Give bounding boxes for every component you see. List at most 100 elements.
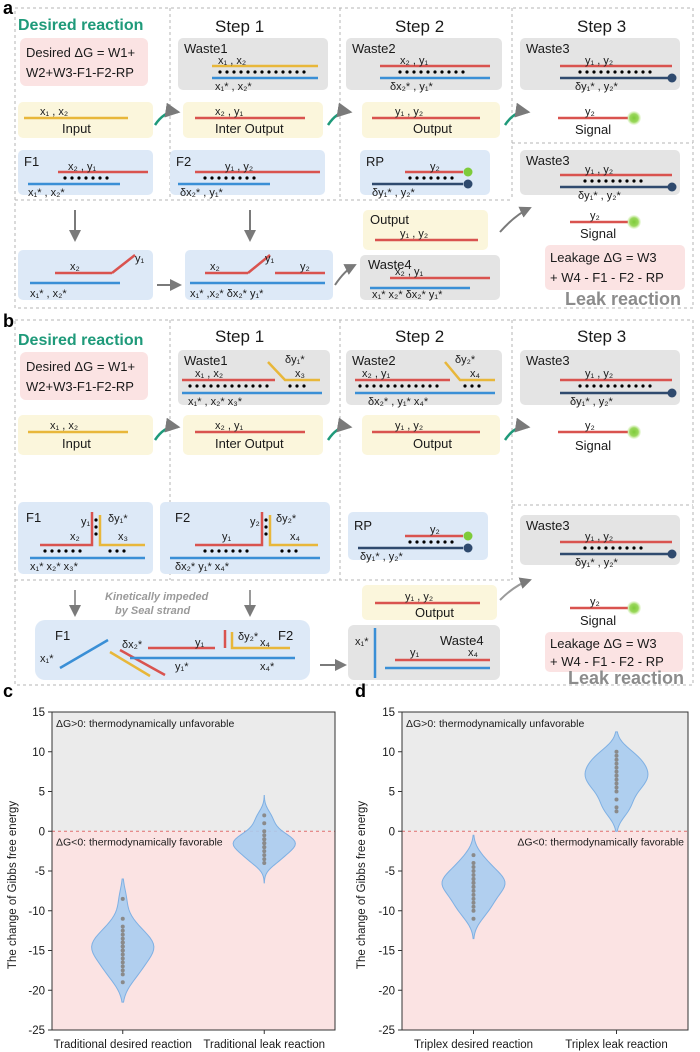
inter-output-label: Inter Output — [215, 121, 284, 136]
domain-label: x₃ — [118, 531, 128, 543]
domain-label: y₁ — [135, 253, 145, 265]
favorable-region — [402, 831, 688, 1030]
base-pairs — [43, 518, 126, 553]
leak-intermediate-box — [185, 250, 333, 300]
waste3b-label: Waste3 — [526, 518, 570, 533]
leak-intermediate-box — [18, 250, 153, 300]
data-point — [262, 845, 267, 850]
y-axis-label: The change of Gibbs free energy — [7, 801, 19, 969]
output-label: Output — [413, 436, 452, 451]
desired-dg-text: Desired ΔG = W1+ — [26, 359, 135, 374]
inter-output-label: Inter Output — [215, 436, 284, 451]
strand — [98, 515, 145, 547]
strand — [109, 650, 151, 678]
domain-label: x₄ — [290, 531, 301, 543]
y-tick-label: 0 — [39, 826, 45, 838]
data-point — [614, 761, 619, 766]
domain-label: x₁* x₂* x₃* — [30, 561, 79, 573]
rp-label: RP — [354, 518, 372, 533]
domain-label: y₁ — [222, 531, 232, 543]
domain-label: y₁ , y₂ — [395, 106, 423, 118]
unfavorable-region — [52, 712, 335, 832]
domain-label: δy₁* , y₂* — [575, 557, 619, 569]
data-point — [120, 968, 125, 973]
domain-label: δy₁* — [108, 513, 128, 525]
domain-label: y₂ — [430, 161, 440, 173]
domain-label: x₂ — [210, 261, 220, 273]
panel-b-border — [14, 319, 694, 686]
step-2-title: Step 2 — [395, 327, 444, 346]
data-point — [471, 869, 476, 873]
domain-label: y₁ — [81, 516, 91, 528]
data-point — [471, 853, 476, 858]
f1-box — [18, 502, 153, 574]
data-point — [614, 757, 619, 762]
base-pairs — [63, 176, 109, 180]
domain-label: y₁* — [175, 661, 189, 673]
waste2-label: Waste2 — [352, 353, 396, 368]
inter-output-box — [183, 415, 323, 455]
arrow — [326, 417, 353, 441]
domain-label: y₁ , y₂ — [395, 420, 423, 432]
strand — [40, 512, 94, 547]
domain-label: x₁* x₂* δx₂* y₁* — [372, 289, 443, 301]
data-point — [614, 753, 619, 758]
data-point — [262, 853, 267, 858]
domain-label: y₁ , y₂ — [585, 368, 613, 380]
step-3-title: Step 3 — [577, 327, 626, 346]
base-pairs — [203, 176, 256, 180]
base-pairs — [408, 176, 454, 180]
fluorophore — [627, 111, 641, 125]
domain-label: δx₂* , y₁* — [180, 187, 224, 199]
domain-label: y₁ , y₂ — [585, 55, 613, 67]
domain-label: x₁* — [40, 653, 54, 665]
data-point — [614, 785, 619, 790]
waste3-box — [520, 350, 680, 405]
domain-label: x₁* , x₂* x₃* — [188, 396, 243, 408]
y-tick-label: -5 — [385, 866, 395, 878]
strand — [55, 254, 136, 275]
waste3b-box — [520, 150, 680, 195]
annotation-favorable: ΔG<0: thermodynamically favorable — [517, 836, 684, 848]
data-point — [614, 805, 619, 810]
domain-label: x₁ , x₂ — [50, 420, 78, 432]
domain-label: x₄ — [260, 637, 271, 649]
base-pairs — [583, 546, 643, 550]
domain-label: x₁ , x₂ — [40, 106, 68, 118]
base-pairs — [188, 384, 306, 388]
leak-dg-text: + W4 - F1 - F2 - RP — [550, 654, 664, 669]
y-tick-label: 5 — [39, 787, 45, 799]
domain-label: y₂ — [585, 106, 595, 118]
base-pairs — [408, 540, 454, 544]
x-tick-label: Traditional leak reaction — [203, 1039, 325, 1051]
domain-label: δy₁* , y₂* — [360, 551, 404, 563]
y-tick-label: 15 — [32, 707, 45, 719]
panel-label-b: b — [3, 311, 14, 331]
domain-label: x₂ , y₁ — [395, 266, 423, 278]
data-point — [120, 940, 125, 945]
desired-title: Desired reaction — [18, 17, 143, 34]
arrow — [153, 417, 181, 441]
data-point — [614, 789, 619, 794]
step-1-title: Step 1 — [215, 17, 264, 36]
domain-label: y₁ , y₂ — [400, 228, 428, 240]
y-tick-label: -20 — [378, 985, 395, 997]
strand — [268, 515, 318, 547]
domain-label: x₃ — [295, 368, 305, 380]
domain-label: x₂ , y₁ — [68, 161, 96, 173]
domain-label: x₁* , x₂* — [30, 288, 67, 300]
y-tick-label: -10 — [28, 906, 45, 918]
fluorophore — [463, 531, 473, 541]
data-point — [614, 749, 619, 754]
domain-label: x₂ , y₁ — [362, 368, 390, 380]
x-tick-label: Triplex leak reaction — [565, 1039, 667, 1051]
fluorophore — [627, 215, 641, 229]
y-tick-label: -25 — [378, 1025, 395, 1037]
x-tick-label: Triplex desired reaction — [414, 1039, 533, 1051]
f2-label: F2 — [175, 510, 190, 525]
y-tick-label: -20 — [28, 985, 45, 997]
domain-label: x₁ , x₂ — [195, 368, 223, 380]
y-tick-label: 5 — [389, 787, 395, 799]
